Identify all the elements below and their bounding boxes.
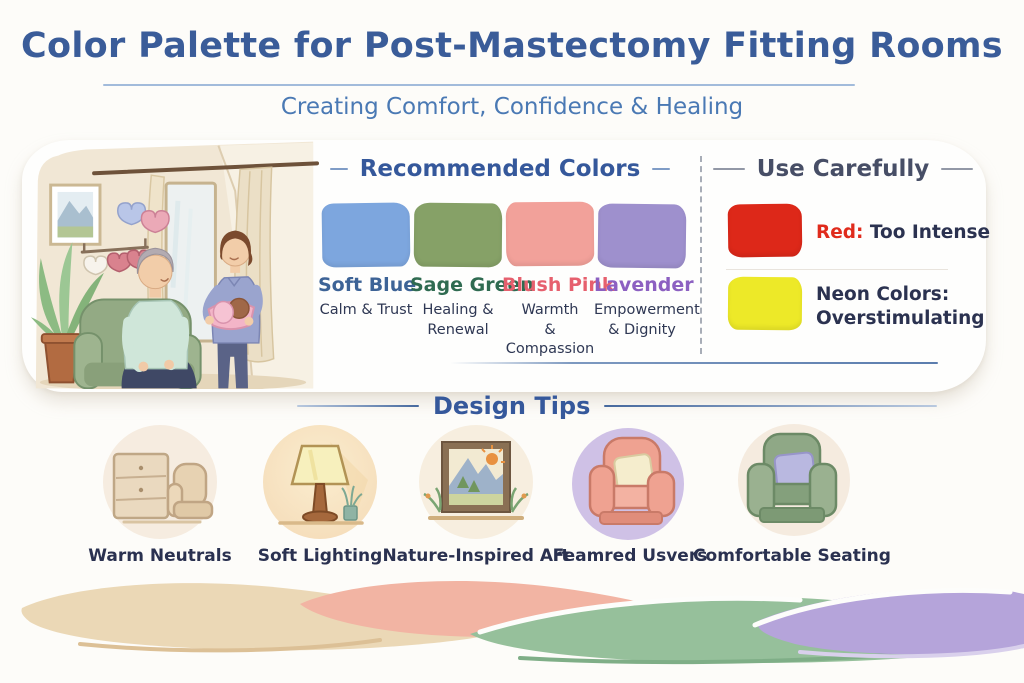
nature-art-svg	[419, 425, 533, 539]
page-subtitle: Creating Comfort, Confidence & Healing	[280, 94, 744, 120]
pink-armchair-illustration	[570, 422, 690, 542]
fitting-room-scene-svg	[30, 141, 320, 392]
swatch-neon-yellow	[727, 276, 803, 331]
recommended-colors-heading: Recommended Colors	[330, 156, 670, 182]
design-tips-title: Design Tips	[433, 392, 591, 420]
section-divider	[700, 156, 702, 354]
soft-lighting-svg	[263, 425, 377, 539]
swatch-meaning: Warmth & Compassion	[505, 302, 595, 358]
swatch-lavender	[597, 203, 687, 269]
swatch-name: Soft Blue	[318, 274, 417, 296]
use-carefully-title: Use Carefully	[756, 156, 930, 182]
caution-text: Too Intense	[863, 222, 991, 243]
dresser-and-armchair-illustration	[100, 422, 220, 542]
tip-label: Feamred Usvers	[552, 546, 708, 566]
caution-highlight: Red:	[816, 222, 864, 243]
swatch-meaning: Calm & Trust	[319, 302, 413, 318]
design-tips-heading: Design Tips	[297, 392, 937, 420]
green-armchair-svg	[738, 424, 850, 536]
tip-label: Comfortable Seating	[693, 546, 891, 566]
green-armchair-illustration	[732, 422, 852, 542]
heading-dash-left	[712, 168, 745, 170]
heading-line-left	[297, 405, 419, 407]
tip-label: Soft Lighting	[257, 546, 383, 566]
swatch-red	[727, 203, 803, 258]
framed-landscape-illustration	[416, 422, 536, 542]
fitting-room-scene-illustration	[25, 139, 321, 392]
wave-decoration-svg	[21, 580, 1024, 665]
table-lamp-illustration	[260, 422, 380, 542]
use-carefully-heading: Use Carefully	[712, 156, 974, 182]
title-underline	[103, 84, 855, 86]
swatch-soft-blue	[321, 202, 411, 268]
recommended-colors-title: Recommended Colors	[359, 156, 641, 182]
heading-dash-left	[330, 168, 348, 170]
swatch-sage-green	[413, 202, 503, 268]
swatch-meaning: Empowerment & Dignity	[594, 302, 700, 338]
swatch-name: Sage Green	[410, 274, 534, 296]
heading-line-right	[604, 405, 937, 407]
swatch-name: Blush Pink	[502, 274, 615, 296]
heading-dash-right	[652, 168, 670, 170]
page-title: Color Palette for Post-Mastectomy Fittin…	[21, 26, 1003, 66]
warm-neutrals-svg	[103, 425, 217, 539]
pink-armchair-svg	[572, 428, 684, 540]
caution-row-divider	[726, 269, 948, 270]
swatch-name: Lavender	[594, 274, 694, 296]
caution-label-neon: Neon Colors: Overstimulating	[816, 284, 985, 329]
swatch-meaning: Healing & Renewal	[422, 302, 494, 338]
caution-label-red: Red: Too Intense	[816, 221, 991, 245]
card-bottom-accent-line	[450, 362, 938, 364]
tip-label: Nature-Inspired Art	[382, 546, 570, 566]
tip-label: Warm Neutrals	[88, 546, 232, 566]
wave-decoration	[0, 570, 1024, 670]
swatch-blush-pink	[505, 201, 595, 267]
heading-dash-right	[941, 168, 974, 170]
